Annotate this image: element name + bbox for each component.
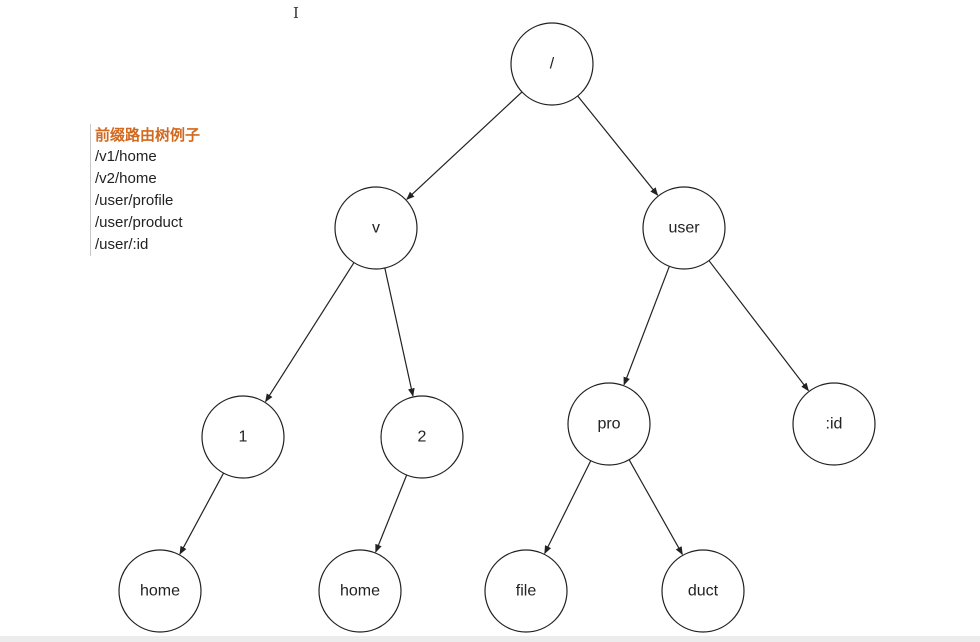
node-label: user — [668, 220, 700, 237]
tree-node-id: :id — [792, 382, 876, 466]
node-circle — [661, 549, 745, 633]
node-label: home — [340, 583, 380, 600]
edge-n2-to-home2 — [375, 474, 408, 553]
node-label: home — [140, 583, 180, 600]
tree-node-file: file — [484, 549, 568, 633]
node-label: :id — [826, 416, 843, 433]
bottom-scrollbar[interactable] — [0, 636, 980, 642]
route-item-5: /user/:id — [95, 236, 149, 253]
node-circle — [642, 186, 726, 270]
tree-node-v: v — [334, 186, 418, 270]
route-item-4: /user/product — [95, 214, 183, 231]
node-circle — [510, 22, 594, 106]
tree-node-user: user — [642, 186, 726, 270]
edge-pro-to-duct — [628, 459, 683, 556]
tree-node-duct: duct — [661, 549, 745, 633]
node-circle — [792, 382, 876, 466]
route-item-1: /v1/home — [95, 148, 157, 165]
text-cursor-icon: I — [293, 4, 299, 22]
tree-node-home1: home — [118, 549, 202, 633]
node-circle — [567, 382, 651, 466]
node-label: file — [516, 583, 537, 600]
edge-pro-to-file — [544, 460, 592, 555]
edge-root-to-user — [577, 95, 659, 196]
edge-v-to-n2 — [384, 267, 415, 397]
route-item-2: /v2/home — [95, 170, 157, 187]
node-label: 2 — [418, 429, 427, 446]
route-list-title: 前缀路由树例子 — [95, 126, 201, 144]
node-label: duct — [688, 583, 719, 600]
tree-node-n2: 2 — [380, 395, 464, 479]
route-list: 前缀路由树例子 /v1/home /v2/home /user/profile … — [90, 124, 255, 256]
node-label: / — [550, 56, 555, 73]
tree-node-pro: pro — [567, 382, 651, 466]
node-circle — [118, 549, 202, 633]
node-circle — [334, 186, 418, 270]
node-label: 1 — [239, 429, 248, 446]
edge-root-to-v — [406, 91, 523, 200]
tree-node-root: / — [510, 22, 594, 106]
edge-n1-to-home1 — [179, 472, 225, 555]
node-label: v — [372, 220, 380, 237]
node-label: pro — [597, 416, 620, 433]
edge-user-to-pro — [623, 266, 670, 386]
edge-v-to-n1 — [265, 262, 355, 403]
tree-node-home2: home — [318, 549, 402, 633]
node-circle — [318, 549, 402, 633]
node-circle — [201, 395, 285, 479]
route-item-3: /user/profile — [95, 192, 174, 209]
tree-node-n1: 1 — [201, 395, 285, 479]
node-circle — [380, 395, 464, 479]
node-circle — [484, 549, 568, 633]
edge-user-to-id — [708, 260, 809, 392]
